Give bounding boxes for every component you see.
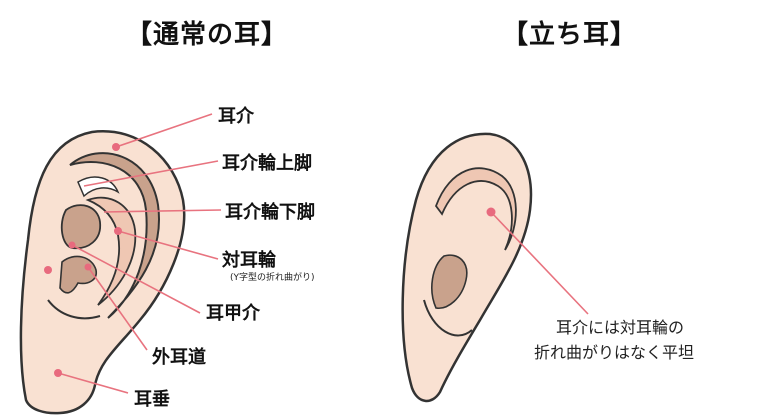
label-inferior-crus: 耳介輪下脚: [225, 202, 315, 223]
normal-ear-outer: [19, 130, 186, 415]
dot-concha: [68, 241, 76, 249]
pointer-superior-crus: [83, 160, 219, 187]
helix-rim: [69, 152, 161, 319]
normal-ear-dots: [44, 143, 122, 377]
pointer-ear-canal: [87, 266, 148, 351]
label-auricle: 耳介: [218, 106, 254, 127]
label-superior-crus: 耳介輪上脚: [222, 153, 312, 174]
label-earlobe: 耳垂: [134, 389, 170, 410]
pointer-inferior-crus: [103, 209, 222, 213]
pointer-concha: [71, 244, 201, 314]
label-antihelix-note: (Y字型の折れ曲がり): [230, 273, 315, 283]
protruding-inner-curve: [423, 299, 473, 337]
pointer-antihelix: [117, 230, 219, 260]
protruding-ear-title: 【立ち耳】: [502, 20, 638, 50]
caption-line-1: 耳介には対耳輪の: [556, 318, 685, 337]
dot-auricle: [112, 143, 120, 151]
dot-earlobe: [54, 369, 62, 377]
dot-antihelix: [114, 227, 122, 235]
caption-line-2: 折れ曲がりはなく平坦: [534, 343, 695, 362]
dot-protruding-auricle: [486, 207, 496, 217]
label-ear-canal: 外耳道: [152, 347, 206, 368]
concha-shape: [60, 204, 101, 250]
label-antihelix: 対耳輪: [222, 250, 276, 271]
pointer-auricle: [115, 113, 213, 148]
normal-ear-title: 【通常の耳】: [126, 20, 289, 50]
protruding-helix-fold: [434, 167, 517, 251]
tragus-curve: [47, 299, 101, 320]
pointer-caption: [490, 211, 589, 315]
pointer-earlobe: [57, 372, 129, 394]
normal-ear-pointers: [57, 113, 222, 394]
protruding-ear-illustration: [401, 132, 533, 403]
dot-ear-canal: [84, 263, 92, 271]
label-concha: 耳甲介: [206, 303, 260, 324]
dot-earlobe-region: [44, 266, 52, 274]
protruding-concha: [431, 254, 468, 309]
